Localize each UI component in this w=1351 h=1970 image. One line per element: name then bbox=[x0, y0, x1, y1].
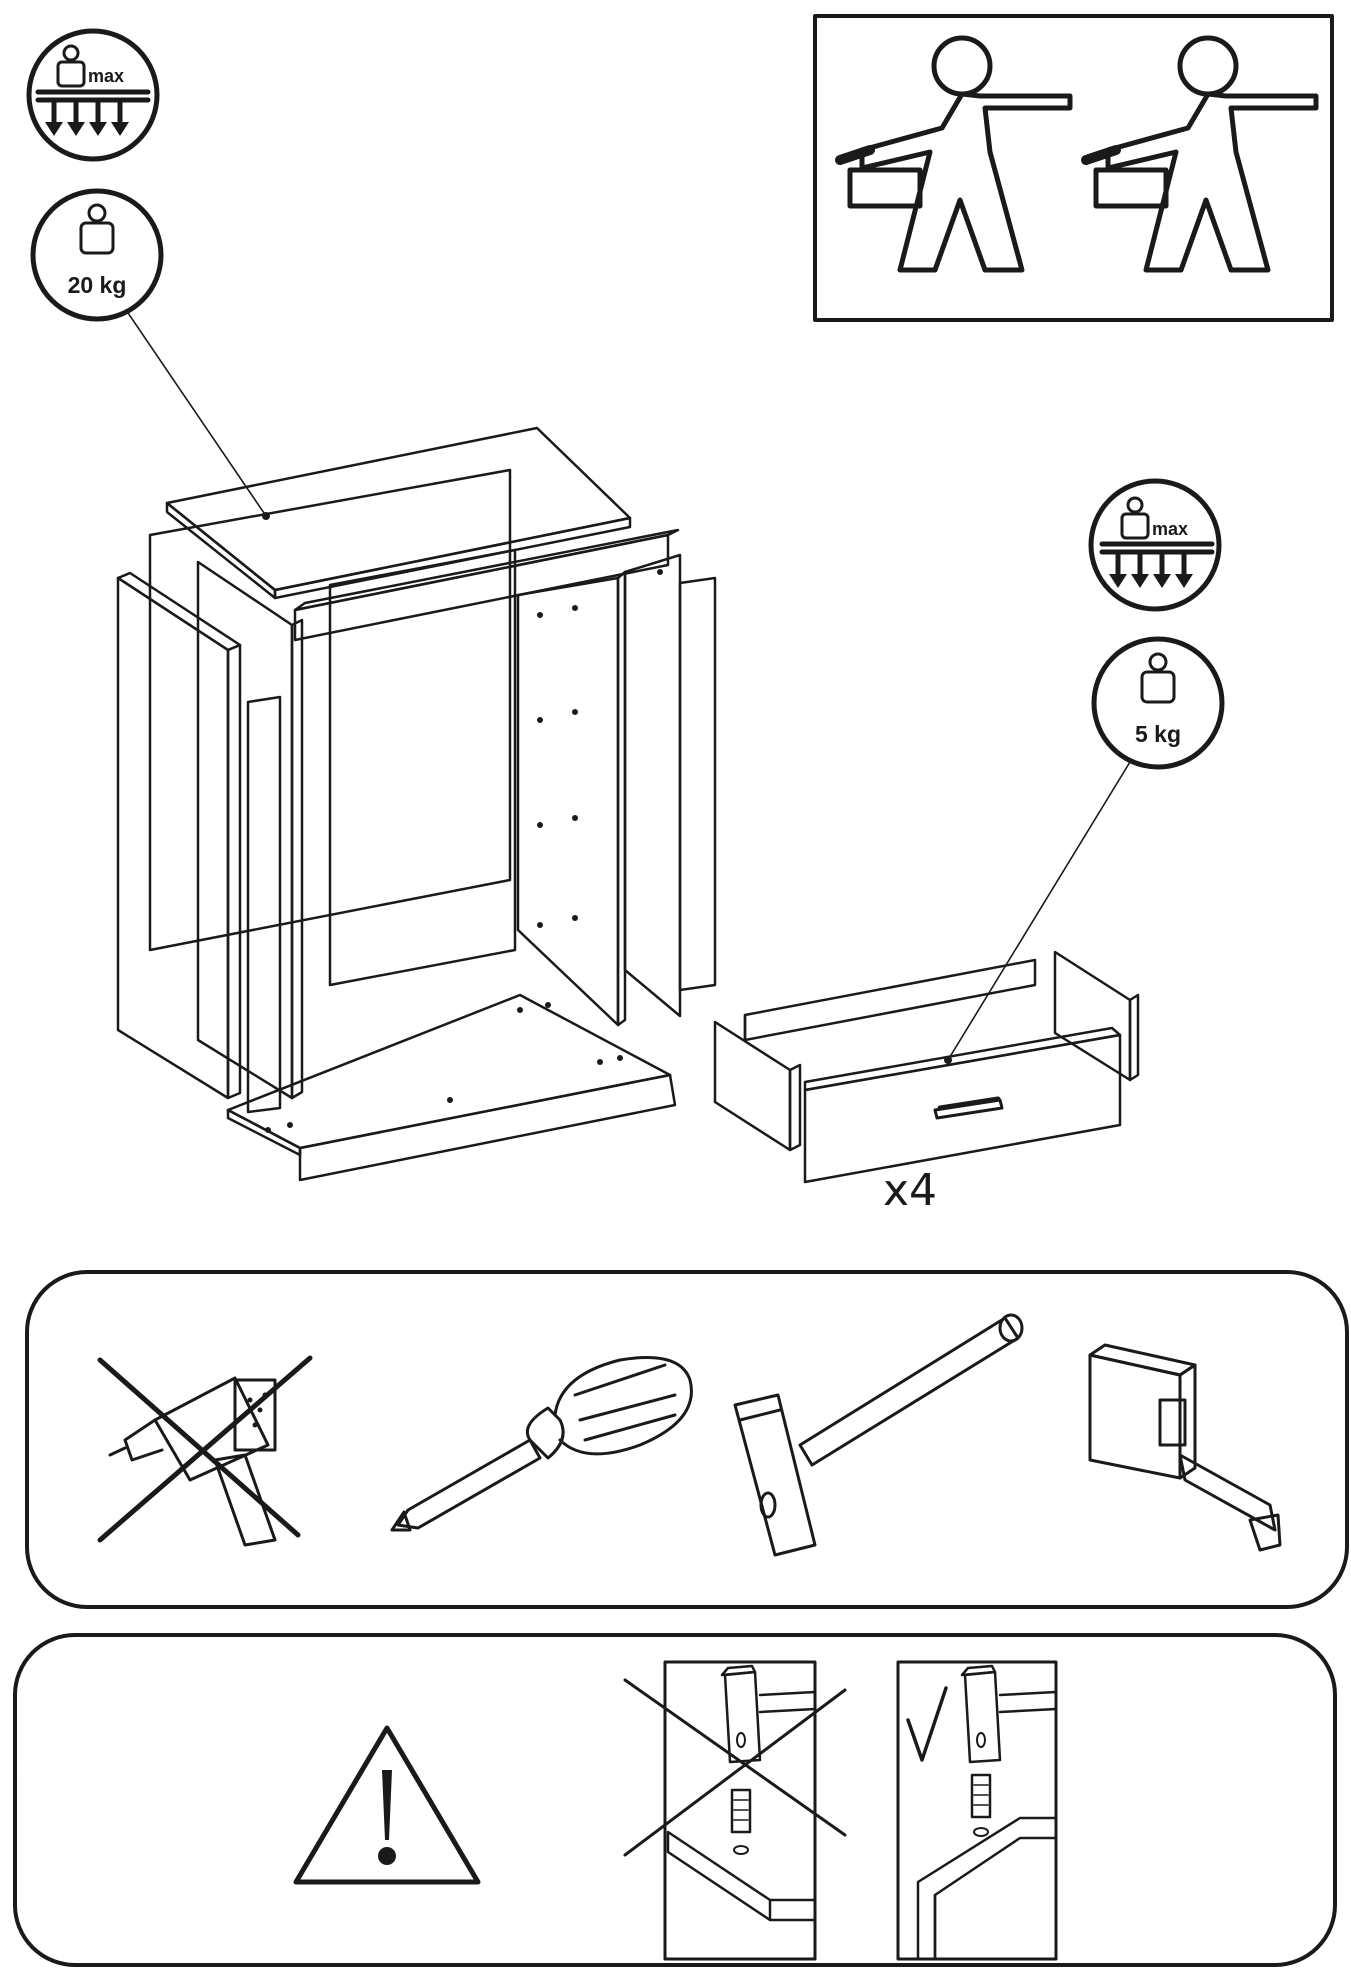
max-load-badge-top: max bbox=[26, 28, 160, 162]
weight-icon bbox=[79, 203, 115, 255]
hammer-icon bbox=[733, 1313, 1024, 1557]
left-side-panel bbox=[116, 576, 230, 1100]
top-load-badge: 20 kg bbox=[30, 188, 164, 322]
weight-icon-drawer bbox=[1140, 652, 1176, 704]
max-load-badge-drawer: max bbox=[1088, 478, 1222, 612]
top-load-label: 20 kg bbox=[68, 272, 127, 298]
two-person-lift-icon bbox=[813, 14, 1334, 322]
right-front-strip bbox=[678, 576, 717, 992]
drawer-left-side bbox=[713, 1020, 792, 1152]
plinth bbox=[298, 1073, 677, 1182]
tools-panel bbox=[25, 1270, 1349, 1609]
dowel-holes bbox=[265, 569, 663, 1133]
drill-crossed-icon bbox=[97, 1355, 313, 1547]
front-rail bbox=[293, 533, 670, 642]
person-left bbox=[835, 35, 1073, 273]
drawer-load-leader bbox=[947, 761, 1131, 1061]
drawer-front bbox=[803, 1033, 1122, 1184]
cabinet-exploded-view bbox=[116, 426, 717, 1182]
person-right bbox=[1081, 35, 1319, 273]
top-load-leader bbox=[125, 309, 267, 517]
warning-icon bbox=[293, 1725, 481, 1885]
drawer-count: x4 bbox=[883, 1165, 937, 1216]
check-icon bbox=[906, 1686, 948, 1762]
right-side-panel bbox=[623, 553, 682, 1018]
bottom-panel bbox=[226, 993, 672, 1150]
left-divider-panel bbox=[196, 560, 294, 1100]
max-load-icon bbox=[35, 44, 151, 136]
max-label: max bbox=[88, 66, 124, 86]
back-panel bbox=[148, 468, 512, 952]
dowel-right-icon bbox=[896, 1660, 1058, 1961]
screwdriver-icon bbox=[390, 1356, 693, 1532]
drawer-load-label: 5 kg bbox=[1135, 721, 1181, 747]
max-load-icon-drawer bbox=[1099, 496, 1215, 588]
drawer-exploded-view bbox=[713, 950, 1140, 1184]
drawer-load-badge: 5 kg bbox=[1091, 636, 1225, 770]
max-label-drawer: max bbox=[1152, 519, 1188, 539]
dowel-wrong-icon bbox=[623, 1660, 847, 1961]
left-front-strip bbox=[246, 695, 282, 1114]
drawer-back bbox=[743, 958, 1037, 1042]
tape-measure-icon bbox=[1088, 1343, 1282, 1552]
warning-panel bbox=[13, 1633, 1337, 1967]
right-inner-panel bbox=[516, 576, 620, 1027]
